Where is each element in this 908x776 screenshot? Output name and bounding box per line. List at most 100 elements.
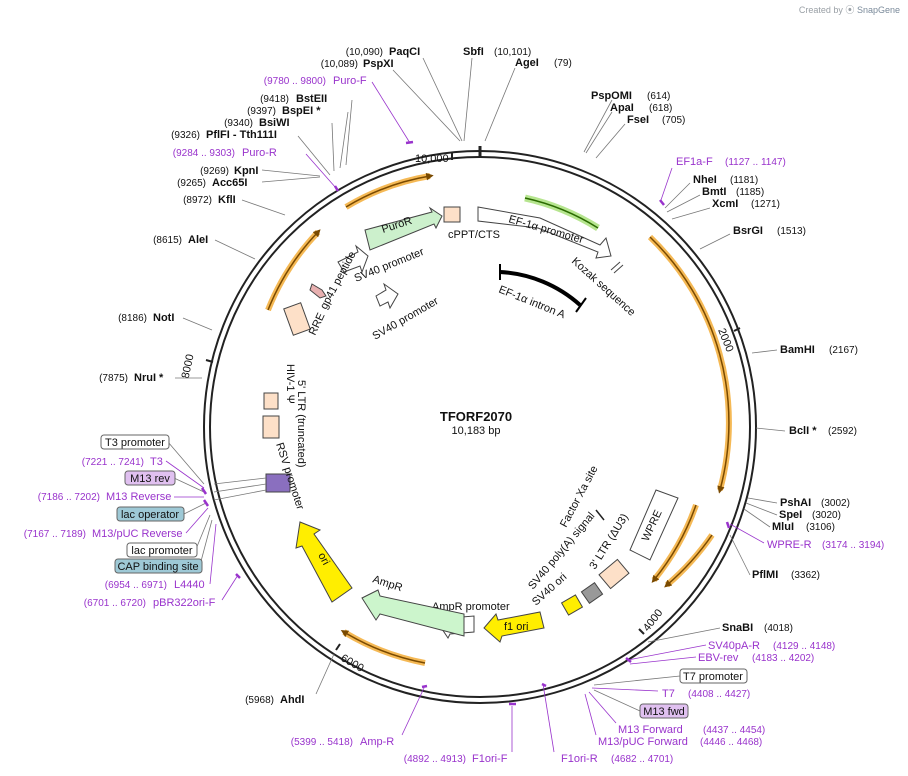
ef1a-intron-end xyxy=(575,297,587,313)
primer-pos-m13-reverse: (7186 .. 7202) xyxy=(38,492,100,503)
leader-t3 xyxy=(165,460,205,489)
leader-bsiwi xyxy=(331,122,335,172)
leader-pbr322ori-f xyxy=(221,574,239,601)
primer-pos-pbr322ori-f: (6701 .. 6720) xyxy=(84,598,146,609)
box-cap-site-label: CAP binding site xyxy=(117,561,198,573)
wpre-shape xyxy=(629,489,679,561)
site-name-kpni: KpnI xyxy=(234,165,258,177)
site-name-noti: NotI xyxy=(153,312,174,324)
leader-noti xyxy=(182,317,213,331)
site-name-pspxi: PspXI xyxy=(363,58,394,70)
leader-amp-r xyxy=(401,687,425,736)
leader-acc65i xyxy=(261,176,321,183)
leader-kfli xyxy=(241,199,286,216)
plasmid-length: 10,183 bp xyxy=(452,425,501,437)
hiv-psi-box xyxy=(262,415,280,439)
f1-ori-arrow xyxy=(483,611,545,643)
site-pos-bsrgi: (1513) xyxy=(777,226,806,237)
site-pos-agei: (79) xyxy=(554,58,572,69)
mark-wpre-r xyxy=(725,521,731,529)
site-pos-xcmi: (1271) xyxy=(751,199,780,210)
leader-sbfi xyxy=(463,57,473,142)
leader-lac-promoter xyxy=(195,514,211,550)
site-pos-sbfi: (10,101) xyxy=(494,47,531,58)
site-name-bcli: BclI * xyxy=(789,425,817,437)
site-name-pshai: PshAI xyxy=(780,497,811,509)
ltr5-label: 5' LTR (truncated) xyxy=(295,380,307,467)
site-pos-apai: (618) xyxy=(649,103,672,114)
ori-label: ori xyxy=(315,551,331,567)
mark-puro-r xyxy=(333,185,340,192)
leader-snabi xyxy=(647,627,721,643)
sv40-promoter-1-arrow xyxy=(337,244,369,274)
gp41-label: gp41 peptide xyxy=(318,250,358,312)
primer-pos-t7: (4408 .. 4427) xyxy=(688,689,750,700)
box-lac-operator xyxy=(116,506,185,522)
site-name-agei: AgeI xyxy=(515,57,539,69)
leader-fsei xyxy=(595,123,626,159)
leader-m13-rev xyxy=(173,477,205,493)
primer-name-t3: T3 xyxy=(150,456,163,468)
primer-name-ebv-rev: EBV-rev xyxy=(698,652,739,664)
kozak-mark-2 xyxy=(613,264,624,274)
primer-name-m13-puc-reverse: M13/pUC Reverse xyxy=(92,528,182,540)
box-lac-operator-label: lac operator xyxy=(121,509,179,521)
site-pos-paqci: (10,090) xyxy=(346,47,383,58)
mark-amp-r xyxy=(421,684,428,689)
mark-ef1a-f xyxy=(659,199,665,206)
box-m13-fwd xyxy=(639,703,689,719)
primer-pos-l4440: (6954 .. 6971) xyxy=(105,580,167,591)
mark-m13-rev xyxy=(200,487,208,495)
site-pos-pshai: (3002) xyxy=(821,498,850,509)
leader-f1ori-r xyxy=(542,683,555,753)
ef1a-intron-arc xyxy=(499,270,582,307)
f1-ori-label: f1 ori xyxy=(504,621,528,633)
box-t3-promoter xyxy=(100,434,170,450)
box-t7-promoter xyxy=(679,668,748,684)
box-lac-promoter xyxy=(126,542,198,558)
cppt-label: cPPT/CTS xyxy=(448,229,500,241)
site-pos-nrui: (7875) xyxy=(99,373,128,384)
leader-m13-fwd xyxy=(593,689,641,712)
primer-marks xyxy=(200,140,731,706)
site-pos-kfli: (8972) xyxy=(183,195,212,206)
box-t3-promoter-label: T3 promoter xyxy=(105,437,165,449)
primer-pos-f1ori-r: (4682 .. 4701) xyxy=(611,754,673,765)
leader-xcmi xyxy=(671,207,711,220)
ampr-arrow xyxy=(361,589,465,637)
site-name-bmti: BmtI xyxy=(702,186,726,198)
box-t7-promoter-label: T7 promoter xyxy=(683,671,743,683)
snapgene-logo-icon: ⦿ xyxy=(845,5,855,15)
ltr3-box xyxy=(598,558,630,590)
primer-name-pbr322ori-f: pBR322ori-F xyxy=(153,597,216,609)
kozak-label: Kozak sequence xyxy=(569,255,637,318)
leader-puro-r xyxy=(305,153,337,189)
primer-name-l4440: L4440 xyxy=(174,579,205,591)
sv40-ori-box xyxy=(560,594,584,616)
leader-pspomi xyxy=(583,99,613,153)
leader-m13-puc-forward xyxy=(584,693,597,736)
leader-puro-f xyxy=(371,81,411,144)
leader-pflmi xyxy=(729,534,751,576)
leader-mlui xyxy=(743,508,771,528)
site-name-kfli: KflI xyxy=(218,194,236,206)
gp41-shape xyxy=(309,283,327,299)
leader-inner-3 xyxy=(213,489,267,501)
primer-name-ef1a-f: EF1a-F xyxy=(676,156,713,168)
orf-arc-puro-line xyxy=(345,172,434,208)
leader-t3-promoter xyxy=(167,441,205,485)
primer-pos-m13-puc-reverse: (7167 .. 7189) xyxy=(24,529,86,540)
site-name-nrui: NruI * xyxy=(134,372,164,384)
leader-spei xyxy=(745,502,778,516)
site-name-bamhi: BamHI xyxy=(780,344,815,356)
mark-f1ori-r xyxy=(541,682,547,688)
ampr-promoter-label: AmpR promoter xyxy=(432,601,510,613)
site-name-acc65i: Acc65I xyxy=(212,177,247,189)
leader-sv40pa-r xyxy=(627,644,707,661)
leader-lac-operator xyxy=(183,502,207,515)
factor-xa-mark xyxy=(595,509,605,521)
boxed-labels: T3 promoter M13 rev lac operator lac pro… xyxy=(100,434,748,719)
site-pos-fsei: (705) xyxy=(662,115,685,126)
primer-pos-m13-puc-forward: (4446 .. 4468) xyxy=(700,737,762,748)
primer-pos-f1ori-f: (4892 .. 4913) xyxy=(404,754,466,765)
